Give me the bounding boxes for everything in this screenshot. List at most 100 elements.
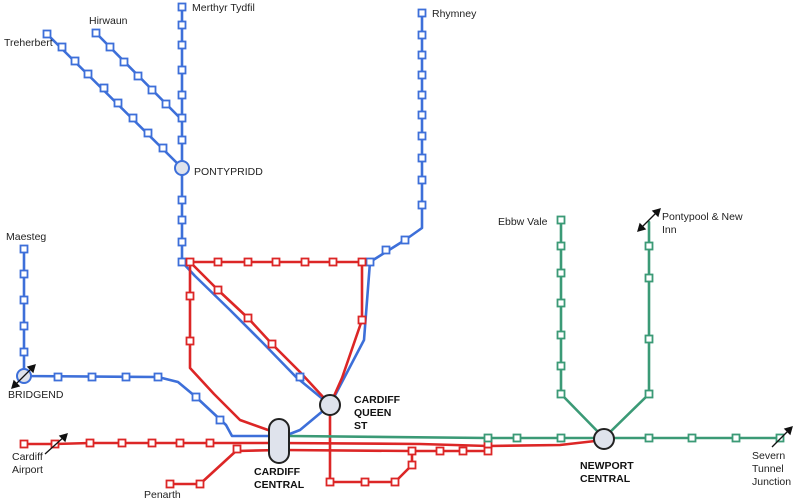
station-marker[interactable]	[177, 195, 187, 205]
station-marker[interactable]	[483, 433, 493, 443]
station-marker[interactable]	[417, 50, 427, 60]
station-marker[interactable]	[556, 389, 566, 399]
station-marker[interactable]	[417, 110, 427, 120]
station-marker[interactable]	[357, 315, 367, 325]
station-marker[interactable]	[271, 257, 281, 267]
station-marker[interactable]	[177, 90, 187, 100]
station-marker[interactable]	[165, 479, 175, 489]
station-marker[interactable]	[243, 257, 253, 267]
station-marker[interactable]	[185, 257, 195, 267]
station-marker[interactable]	[177, 237, 187, 247]
station-marker[interactable]	[417, 8, 427, 18]
station-marker[interactable]	[328, 257, 338, 267]
station-marker[interactable]	[19, 269, 29, 279]
station-marker[interactable]	[644, 389, 654, 399]
station-marker[interactable]	[177, 215, 187, 225]
station-marker[interactable]	[177, 113, 187, 123]
station-marker[interactable]	[407, 460, 417, 470]
station-marker[interactable]	[775, 433, 785, 443]
station-marker[interactable]	[158, 143, 168, 153]
station-marker[interactable]	[42, 29, 52, 39]
station-marker[interactable]	[177, 135, 187, 145]
station-marker[interactable]	[644, 433, 654, 443]
station-marker[interactable]	[177, 257, 187, 267]
station-marker[interactable]	[556, 330, 566, 340]
station-marker[interactable]	[556, 241, 566, 251]
station-marker[interactable]	[512, 433, 522, 443]
station-marker[interactable]	[53, 372, 63, 382]
station-marker[interactable]	[556, 215, 566, 225]
station-marker[interactable]	[365, 257, 375, 267]
station-marker[interactable]	[143, 128, 153, 138]
station-marker[interactable]	[644, 241, 654, 251]
hub-cardiff-central[interactable]	[268, 418, 290, 464]
station-marker[interactable]	[57, 42, 67, 52]
station-marker[interactable]	[91, 28, 101, 38]
hub-cardiff-queen-st[interactable]	[319, 394, 341, 416]
station-marker[interactable]	[70, 56, 80, 66]
station-marker[interactable]	[113, 98, 123, 108]
station-marker[interactable]	[556, 361, 566, 371]
station-marker[interactable]	[407, 446, 417, 456]
station-marker[interactable]	[185, 291, 195, 301]
station-marker[interactable]	[205, 438, 215, 448]
station-marker[interactable]	[177, 65, 187, 75]
station-marker[interactable]	[177, 2, 187, 12]
station-marker[interactable]	[195, 479, 205, 489]
station-marker[interactable]	[417, 90, 427, 100]
station-marker[interactable]	[133, 71, 143, 81]
station-marker[interactable]	[128, 113, 138, 123]
station-marker[interactable]	[417, 200, 427, 210]
station-marker[interactable]	[191, 392, 201, 402]
station-marker[interactable]	[417, 131, 427, 141]
station-marker[interactable]	[19, 321, 29, 331]
station-marker[interactable]	[177, 40, 187, 50]
station-marker[interactable]	[213, 257, 223, 267]
station-marker[interactable]	[417, 30, 427, 40]
station-marker[interactable]	[215, 415, 225, 425]
station-marker[interactable]	[83, 69, 93, 79]
station-marker[interactable]	[417, 175, 427, 185]
station-marker[interactable]	[87, 372, 97, 382]
station-marker[interactable]	[644, 273, 654, 283]
station-marker[interactable]	[105, 42, 115, 52]
station-marker[interactable]	[19, 347, 29, 357]
station-marker[interactable]	[19, 295, 29, 305]
station-marker[interactable]	[147, 85, 157, 95]
station-marker[interactable]	[50, 439, 60, 449]
station-marker[interactable]	[483, 446, 493, 456]
station-marker[interactable]	[644, 334, 654, 344]
station-marker[interactable]	[119, 57, 129, 67]
station-marker[interactable]	[117, 438, 127, 448]
station-marker[interactable]	[357, 257, 367, 267]
station-marker[interactable]	[417, 70, 427, 80]
station-marker[interactable]	[147, 438, 157, 448]
station-marker[interactable]	[267, 339, 277, 349]
station-marker[interactable]	[731, 433, 741, 443]
station-marker[interactable]	[360, 477, 370, 487]
station-marker[interactable]	[85, 438, 95, 448]
station-marker[interactable]	[381, 245, 391, 255]
station-marker[interactable]	[213, 285, 223, 295]
station-marker[interactable]	[435, 446, 445, 456]
station-marker[interactable]	[175, 438, 185, 448]
hub-pontypridd[interactable]	[174, 160, 190, 176]
station-marker[interactable]	[390, 477, 400, 487]
station-marker[interactable]	[458, 446, 468, 456]
station-marker[interactable]	[121, 372, 131, 382]
station-marker[interactable]	[19, 244, 29, 254]
station-marker[interactable]	[185, 336, 195, 346]
station-marker[interactable]	[417, 153, 427, 163]
hub-newport-central[interactable]	[593, 428, 615, 450]
station-marker[interactable]	[687, 433, 697, 443]
station-marker[interactable]	[153, 372, 163, 382]
station-marker[interactable]	[556, 298, 566, 308]
station-marker[interactable]	[325, 477, 335, 487]
station-marker[interactable]	[161, 99, 171, 109]
station-marker[interactable]	[556, 433, 566, 443]
station-marker[interactable]	[177, 20, 187, 30]
station-marker[interactable]	[243, 313, 253, 323]
station-marker[interactable]	[295, 372, 305, 382]
station-marker[interactable]	[99, 83, 109, 93]
station-marker[interactable]	[556, 268, 566, 278]
